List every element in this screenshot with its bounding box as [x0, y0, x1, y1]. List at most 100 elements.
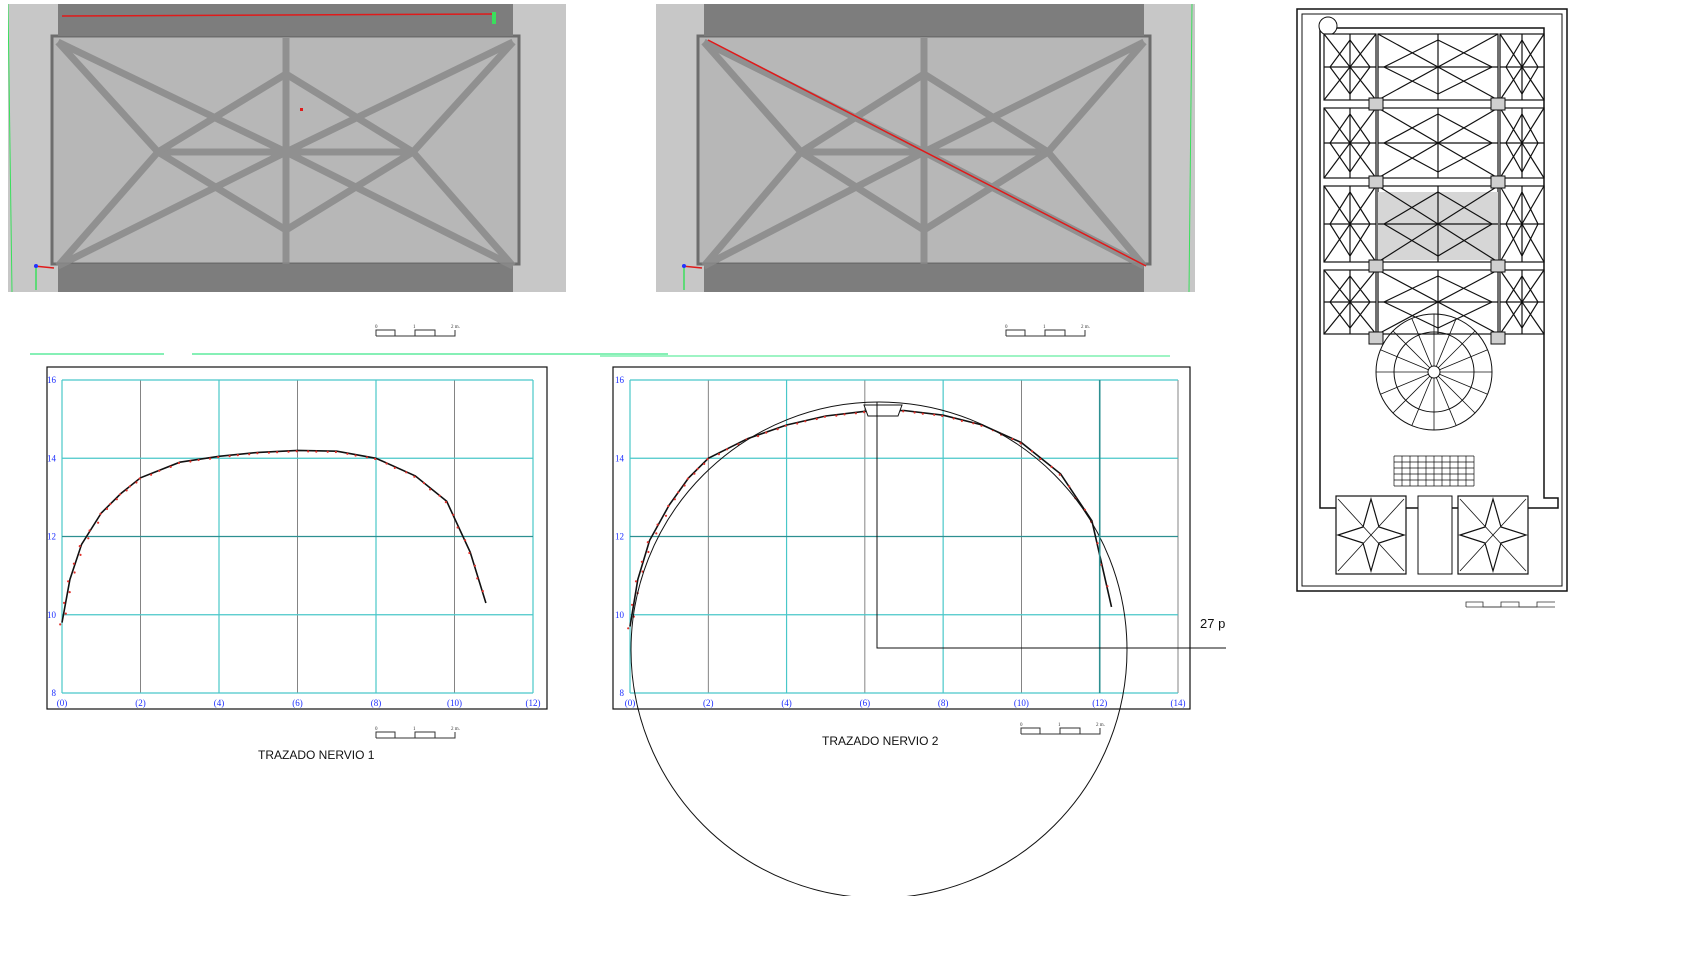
survey-point — [1106, 585, 1109, 588]
survey-point — [236, 454, 239, 457]
survey-point — [627, 627, 630, 630]
survey-point — [693, 472, 696, 475]
dome-rib — [1392, 375, 1431, 414]
survey-point — [405, 471, 408, 474]
dome-rib — [1437, 330, 1476, 369]
y-tick-label: 8 — [52, 688, 57, 698]
survey-point — [843, 413, 846, 416]
scale-mid: 1 — [413, 325, 416, 330]
survey-point — [169, 465, 172, 468]
survey-point — [717, 453, 720, 456]
survey-point — [634, 580, 638, 583]
x-tick-label: (8) — [938, 698, 949, 708]
survey-point — [473, 564, 476, 567]
pillar — [1490, 97, 1506, 111]
y-tick-label: 10 — [47, 610, 57, 620]
caption-nervio-1: TRAZADO NERVIO 1 — [258, 748, 375, 762]
survey-point — [326, 450, 329, 453]
survey-point — [921, 412, 924, 415]
survey-point — [1068, 485, 1071, 488]
vault-star — [1382, 275, 1494, 329]
survey-point — [99, 512, 102, 515]
separator-lines — [30, 353, 1170, 357]
construction-circle — [630, 401, 1128, 896]
survey-point — [59, 623, 62, 626]
pillar — [1490, 175, 1506, 189]
survey-point — [686, 477, 689, 480]
survey-point — [815, 417, 818, 421]
vault-star — [1382, 39, 1494, 95]
survey-point — [67, 580, 70, 583]
survey-point — [158, 469, 161, 472]
survey-point — [138, 477, 141, 480]
survey-point — [646, 541, 649, 544]
dome-rib — [1437, 375, 1476, 414]
caption-nervio-2: TRAZADO NERVIO 2 — [822, 734, 939, 748]
y-tick-label: 12 — [615, 532, 624, 542]
dome-rib — [1392, 330, 1431, 369]
pillar — [1368, 97, 1384, 111]
scale-bar-2: 0 1 2 m. — [1005, 325, 1090, 337]
survey-point — [217, 456, 220, 459]
pillar — [1368, 259, 1384, 273]
scale-bar-3: 0 1 2 m. — [375, 727, 460, 739]
survey-point — [393, 466, 396, 469]
survey-point — [667, 504, 670, 508]
survey-point — [73, 571, 76, 574]
survey-point — [444, 501, 447, 504]
survey-point — [105, 507, 109, 510]
survey-point — [980, 424, 983, 427]
x-tick-label: (12) — [526, 698, 541, 708]
survey-point — [307, 450, 310, 453]
survey-point — [365, 456, 369, 459]
survey-point — [422, 481, 425, 485]
survey-point — [776, 428, 779, 431]
vault-star — [1329, 38, 1371, 96]
dome-rib — [1439, 373, 1488, 395]
survey-point — [647, 550, 650, 554]
survey-point — [109, 502, 112, 506]
survey-point — [125, 489, 128, 492]
dome-rib — [1411, 318, 1433, 367]
x-tick-label: (2) — [703, 698, 714, 708]
scale-start: 0 — [375, 325, 378, 330]
survey-point — [823, 415, 826, 418]
x-tick-label: (4) — [781, 698, 792, 708]
scale-end: 2 m. — [1096, 723, 1105, 728]
survey-point — [1050, 465, 1053, 468]
survey-point — [189, 460, 192, 463]
survey-point — [413, 475, 416, 478]
survey-point — [656, 523, 659, 526]
x-tick-label: (14) — [1171, 698, 1186, 708]
pillar — [1368, 331, 1384, 345]
survey-point — [655, 532, 658, 535]
survey-point — [88, 529, 91, 532]
survey-point — [295, 450, 298, 453]
survey-point — [1039, 457, 1042, 461]
survey-point — [1019, 442, 1022, 445]
radius-note: 27 p — [1200, 616, 1226, 631]
survey-point — [703, 462, 706, 465]
survey-point — [1030, 450, 1034, 453]
scale-start: 0 — [1020, 723, 1023, 728]
survey-point — [119, 493, 122, 496]
survey-point — [64, 612, 67, 615]
point-cloud-view-1 — [8, 4, 566, 292]
survey-point — [765, 431, 768, 434]
dome-rib — [1435, 377, 1457, 426]
y-tick-label: 8 — [620, 688, 625, 698]
vault-star — [1505, 38, 1539, 96]
survey-point — [63, 601, 66, 604]
survey-point — [913, 411, 916, 414]
floor-plan — [1296, 8, 1568, 592]
chapel-rib — [1459, 498, 1527, 572]
pillar — [1368, 175, 1384, 189]
dome-rib — [1411, 377, 1433, 426]
x-tick-label: (0) — [57, 698, 68, 708]
x-tick-label: (4) — [214, 698, 225, 708]
survey-point — [640, 560, 643, 563]
survey-point — [177, 461, 180, 465]
survey-point — [68, 591, 71, 594]
survey-point — [835, 414, 838, 417]
